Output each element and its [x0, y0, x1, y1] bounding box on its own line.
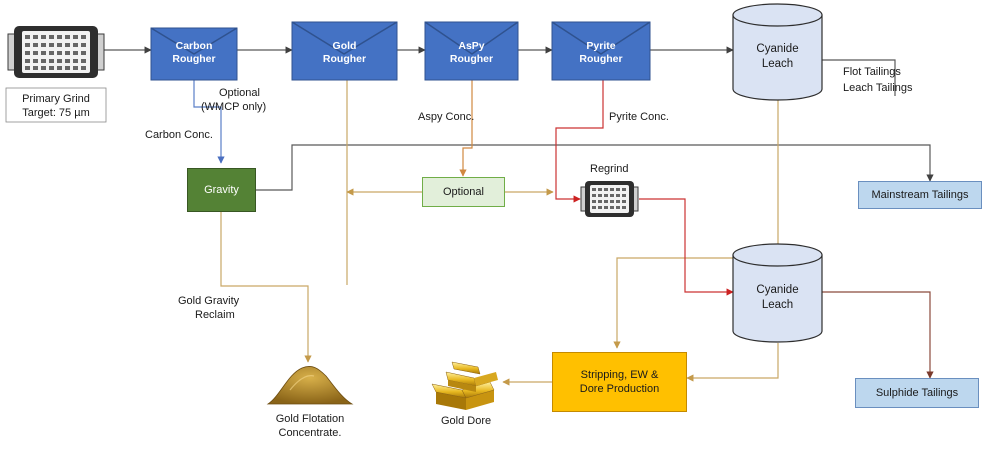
- carbon-conc-label: Carbon Conc.: [145, 129, 213, 141]
- carbon-rougher-cell: [150, 27, 238, 81]
- cyanide-leach-2-line1: Cyanide: [756, 284, 799, 296]
- cyanide-leach-tank-1: [732, 3, 823, 101]
- cyanide-leach-2-label: Cyanide Leach: [733, 283, 822, 313]
- flow-regrind-to-leach2: [639, 198, 734, 296]
- optional-wmcp-line2: (WMCP only): [201, 101, 267, 113]
- sulphide-tailings-box: Sulphide Tailings: [855, 378, 979, 408]
- cyanide-leach-tank-2: [732, 243, 823, 343]
- flow-gravity-reclaim: [220, 212, 312, 363]
- carbon-rougher-label: Carbon Rougher: [151, 40, 237, 66]
- flow-leach2-to-sulphide: [822, 291, 934, 379]
- flow-leach-to-mainstream: [822, 59, 896, 96]
- gravity-box: Gravity: [187, 168, 256, 212]
- concentrate-flow-lines: [220, 80, 779, 386]
- pyrite-rougher-label: Pyrite Rougher: [552, 40, 650, 66]
- gold-flotation-conc-line2: Concentrate.: [278, 427, 342, 439]
- aspy-conc-label: Aspy Conc.: [418, 111, 475, 123]
- flow-carbon-conc: [193, 80, 225, 164]
- cyanide-leach-2-line2: Leach: [761, 299, 794, 311]
- pyrite-conc-label: Pyrite Conc.: [609, 111, 669, 123]
- gold-flotation-conc-line1: Gold Flotation: [275, 413, 345, 425]
- optional-box: Optional: [422, 177, 505, 207]
- gold-gravity-reclaim-line1: Gold Gravity: [178, 295, 240, 307]
- regrind-flow-lines: [555, 80, 734, 296]
- sulphide-tailings-label: Sulphide Tailings: [875, 387, 959, 399]
- mainstream-tailings-label: Mainstream Tailings: [871, 189, 969, 201]
- primary-grind-mill-icon: [7, 26, 105, 78]
- flow-leach2-to-stripping: [686, 343, 779, 382]
- pyrite-rougher-line2: Rougher: [579, 53, 623, 65]
- optional-box-label: Optional: [443, 186, 484, 198]
- cyanide-leach-1-line1: Cyanide: [756, 43, 799, 55]
- primary-grind-target: Target: 75 µm: [22, 107, 90, 119]
- gold-rougher-line2: Rougher: [322, 53, 367, 65]
- pyrite-rougher-line1: Pyrite: [586, 40, 616, 52]
- cyanide-leach-1-label: Cyanide Leach: [733, 42, 822, 72]
- gold-rougher-label: Gold Rougher: [292, 40, 397, 66]
- mainstream-tailings-box: Mainstream Tailings: [858, 181, 982, 209]
- regrind-mill-icon: [580, 181, 639, 217]
- optional-wmcp-line1: Optional: [219, 87, 260, 99]
- flow-aspy-conc: [459, 80, 473, 177]
- stripping-line1: Stripping, EW &: [580, 369, 659, 381]
- gravity-box-label: Gravity: [204, 184, 239, 196]
- stripping-ew-dore-box: Stripping, EW & Dore Production: [552, 352, 687, 412]
- regrind-label: Regrind: [590, 163, 629, 175]
- gold-dore-label: Gold Dore: [441, 415, 492, 427]
- flotation-cells: [150, 21, 651, 81]
- gold-gravity-reclaim-line2: Reclaim: [195, 309, 235, 321]
- primary-grind-label-box: [5, 87, 107, 123]
- gold-rougher-cell: [291, 21, 398, 81]
- main-flow-lines: [104, 46, 934, 191]
- carbon-rougher-line2: Rougher: [172, 53, 216, 65]
- leach-tailings-label: Leach Tailings: [843, 82, 913, 94]
- gold-flotation-concentrate-label: Gold Flotation Concentrate.: [260, 412, 360, 440]
- optional-wmcp-label: Optional (WMCP only): [201, 86, 266, 114]
- stripping-line2: Dore Production: [579, 383, 660, 395]
- gold-dore-bars-icon: [431, 361, 498, 410]
- aspy-rougher-line2: Rougher: [449, 53, 494, 65]
- cyanide-leach-1-line2: Leach: [761, 58, 794, 70]
- gold-gravity-reclaim-label: Gold Gravity Reclaim: [178, 294, 239, 322]
- aspy-rougher-line1: AsPy: [458, 40, 485, 52]
- flow-leach1-to-stripping: [613, 100, 779, 349]
- pyrite-rougher-cell: [551, 21, 651, 81]
- flow-pyrite-conc: [555, 80, 604, 203]
- aspy-rougher-label: AsPy Rougher: [425, 40, 518, 66]
- gold-rougher-line1: Gold: [332, 40, 357, 52]
- primary-grind-title: Primary Grind: [22, 93, 90, 105]
- flot-tailings-label: Flot Tailings: [843, 66, 901, 78]
- gold-concentrate-pile-icon: [266, 366, 354, 405]
- aspy-rougher-cell: [424, 21, 519, 81]
- carbon-rougher-line1: Carbon: [175, 40, 213, 52]
- primary-grind-label: Primary Grind Target: 75 µm: [6, 92, 106, 120]
- flow-gravity-to-mainstream: [256, 144, 934, 191]
